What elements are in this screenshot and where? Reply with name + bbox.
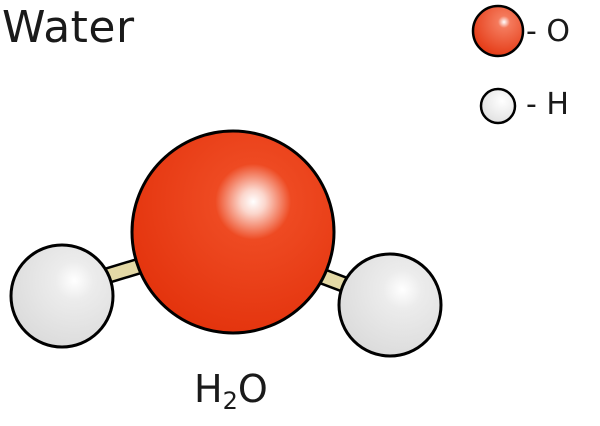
formula-base: H: [194, 367, 223, 411]
legend-hydrogen-marker: [479, 87, 517, 125]
diagram-title: Water: [2, 2, 135, 53]
legend-oxygen: - O: [468, 8, 570, 56]
oxygen-atom: [130, 129, 336, 335]
legend-oxygen-label: - O: [526, 14, 570, 49]
legend-hydrogen-label: - H: [526, 87, 569, 122]
formula-suffix: O: [237, 367, 268, 411]
legend-oxygen-marker: [471, 4, 525, 58]
formula-subscript: 2: [222, 387, 238, 415]
legend-hydrogen-swatch-space: [474, 85, 518, 125]
hydrogen-atom-left: [9, 243, 115, 349]
hydrogen-atom-right: [337, 252, 443, 358]
molecule-formula: H2O: [194, 370, 268, 413]
legend-hydrogen: - H: [474, 85, 569, 125]
legend-oxygen-swatch-space: [468, 8, 518, 56]
